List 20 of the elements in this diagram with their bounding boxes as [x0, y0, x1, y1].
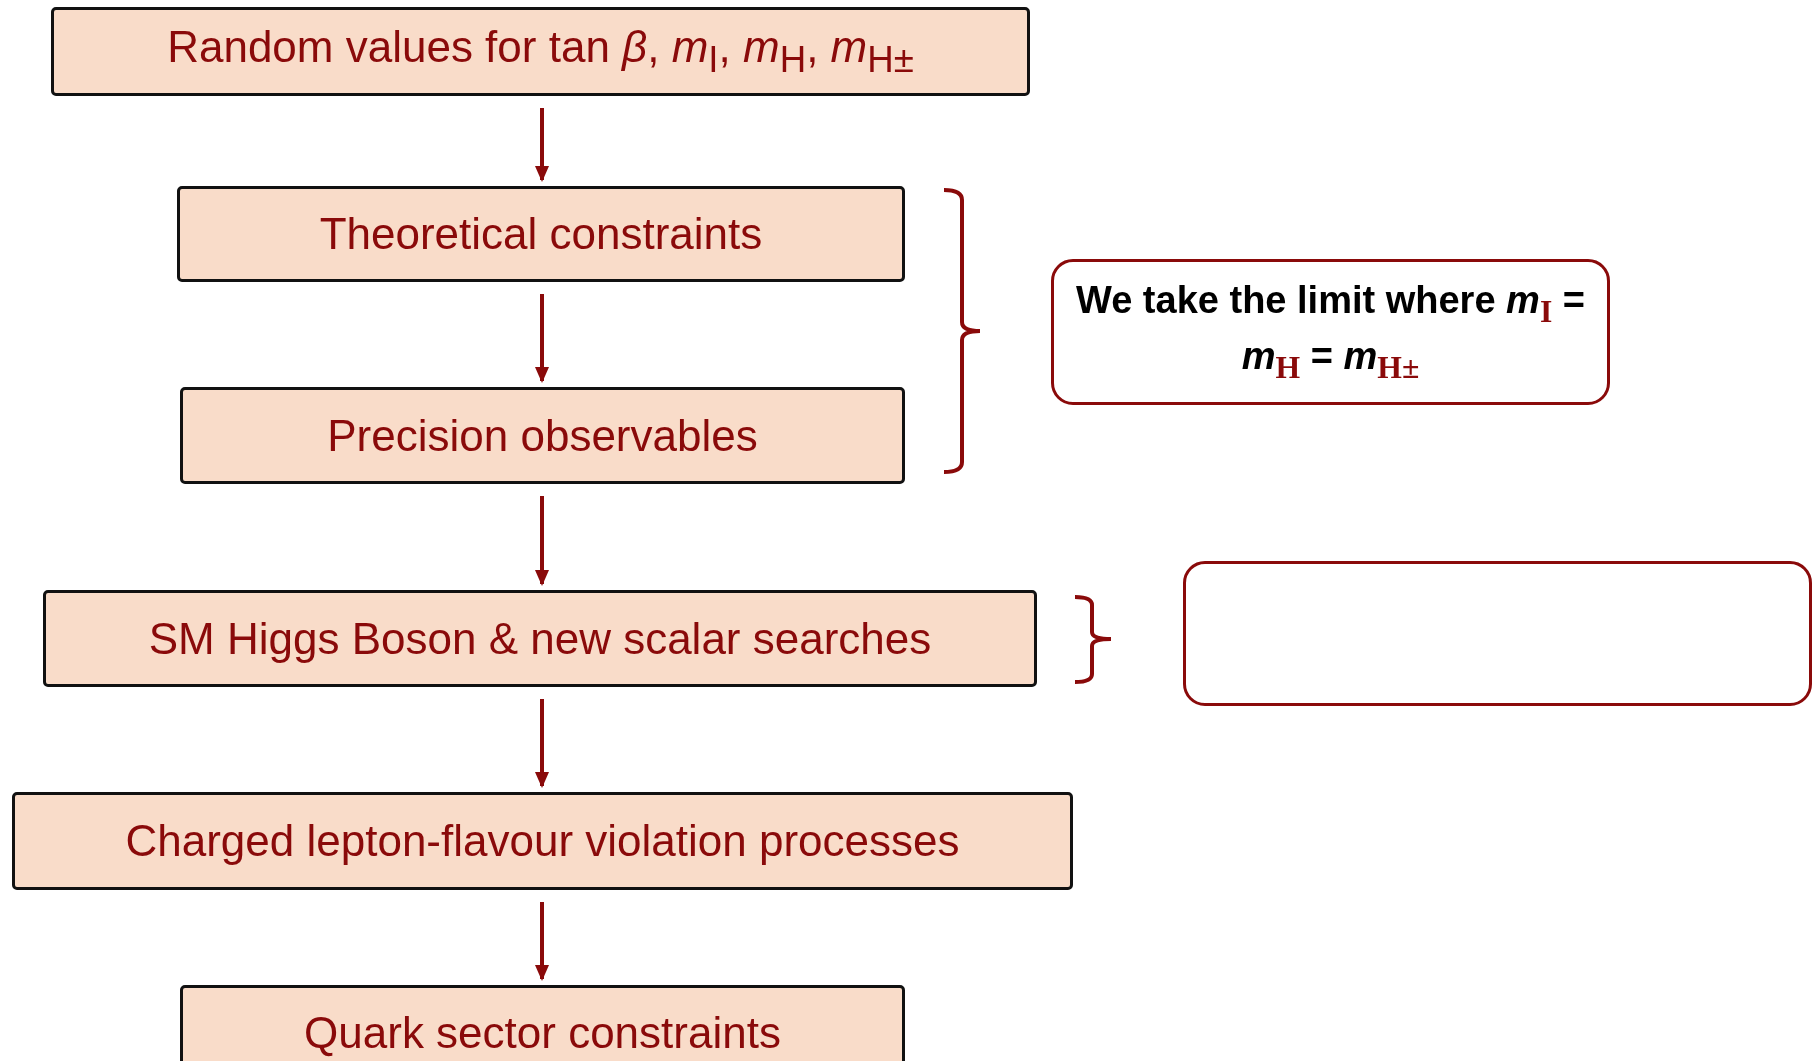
- node-text: We take the limit where m$_{I}$ = m$_{H}$ = m$_{H±}$: [1075, 278, 1586, 387]
- arrow: [535, 496, 549, 586]
- process-box: [177, 186, 905, 282]
- node-text: Precision observables: [327, 410, 758, 461]
- callout-box: [1051, 259, 1610, 405]
- arrow: [535, 699, 549, 788]
- process-box: [12, 792, 1073, 890]
- node-text: Quark sector constraints: [304, 1008, 781, 1058]
- node-text: Charged lepton-flavour violation processes: [125, 816, 960, 866]
- process-box: [180, 985, 905, 1061]
- arrow: [535, 108, 549, 182]
- empty-rounded-box: [1183, 561, 1812, 706]
- node-text: Theoretical constraints: [319, 209, 763, 259]
- process-box: [43, 590, 1037, 687]
- arrow: [535, 902, 549, 981]
- process-box: [180, 387, 905, 484]
- node-text: Random values for tan β, m$_{I}$, m$_{H}$, m$_{H±}$: [167, 22, 914, 81]
- process-box: [51, 7, 1030, 96]
- arrow: [535, 294, 549, 383]
- node-text: SM Higgs Boson & new scalar searches: [148, 613, 932, 664]
